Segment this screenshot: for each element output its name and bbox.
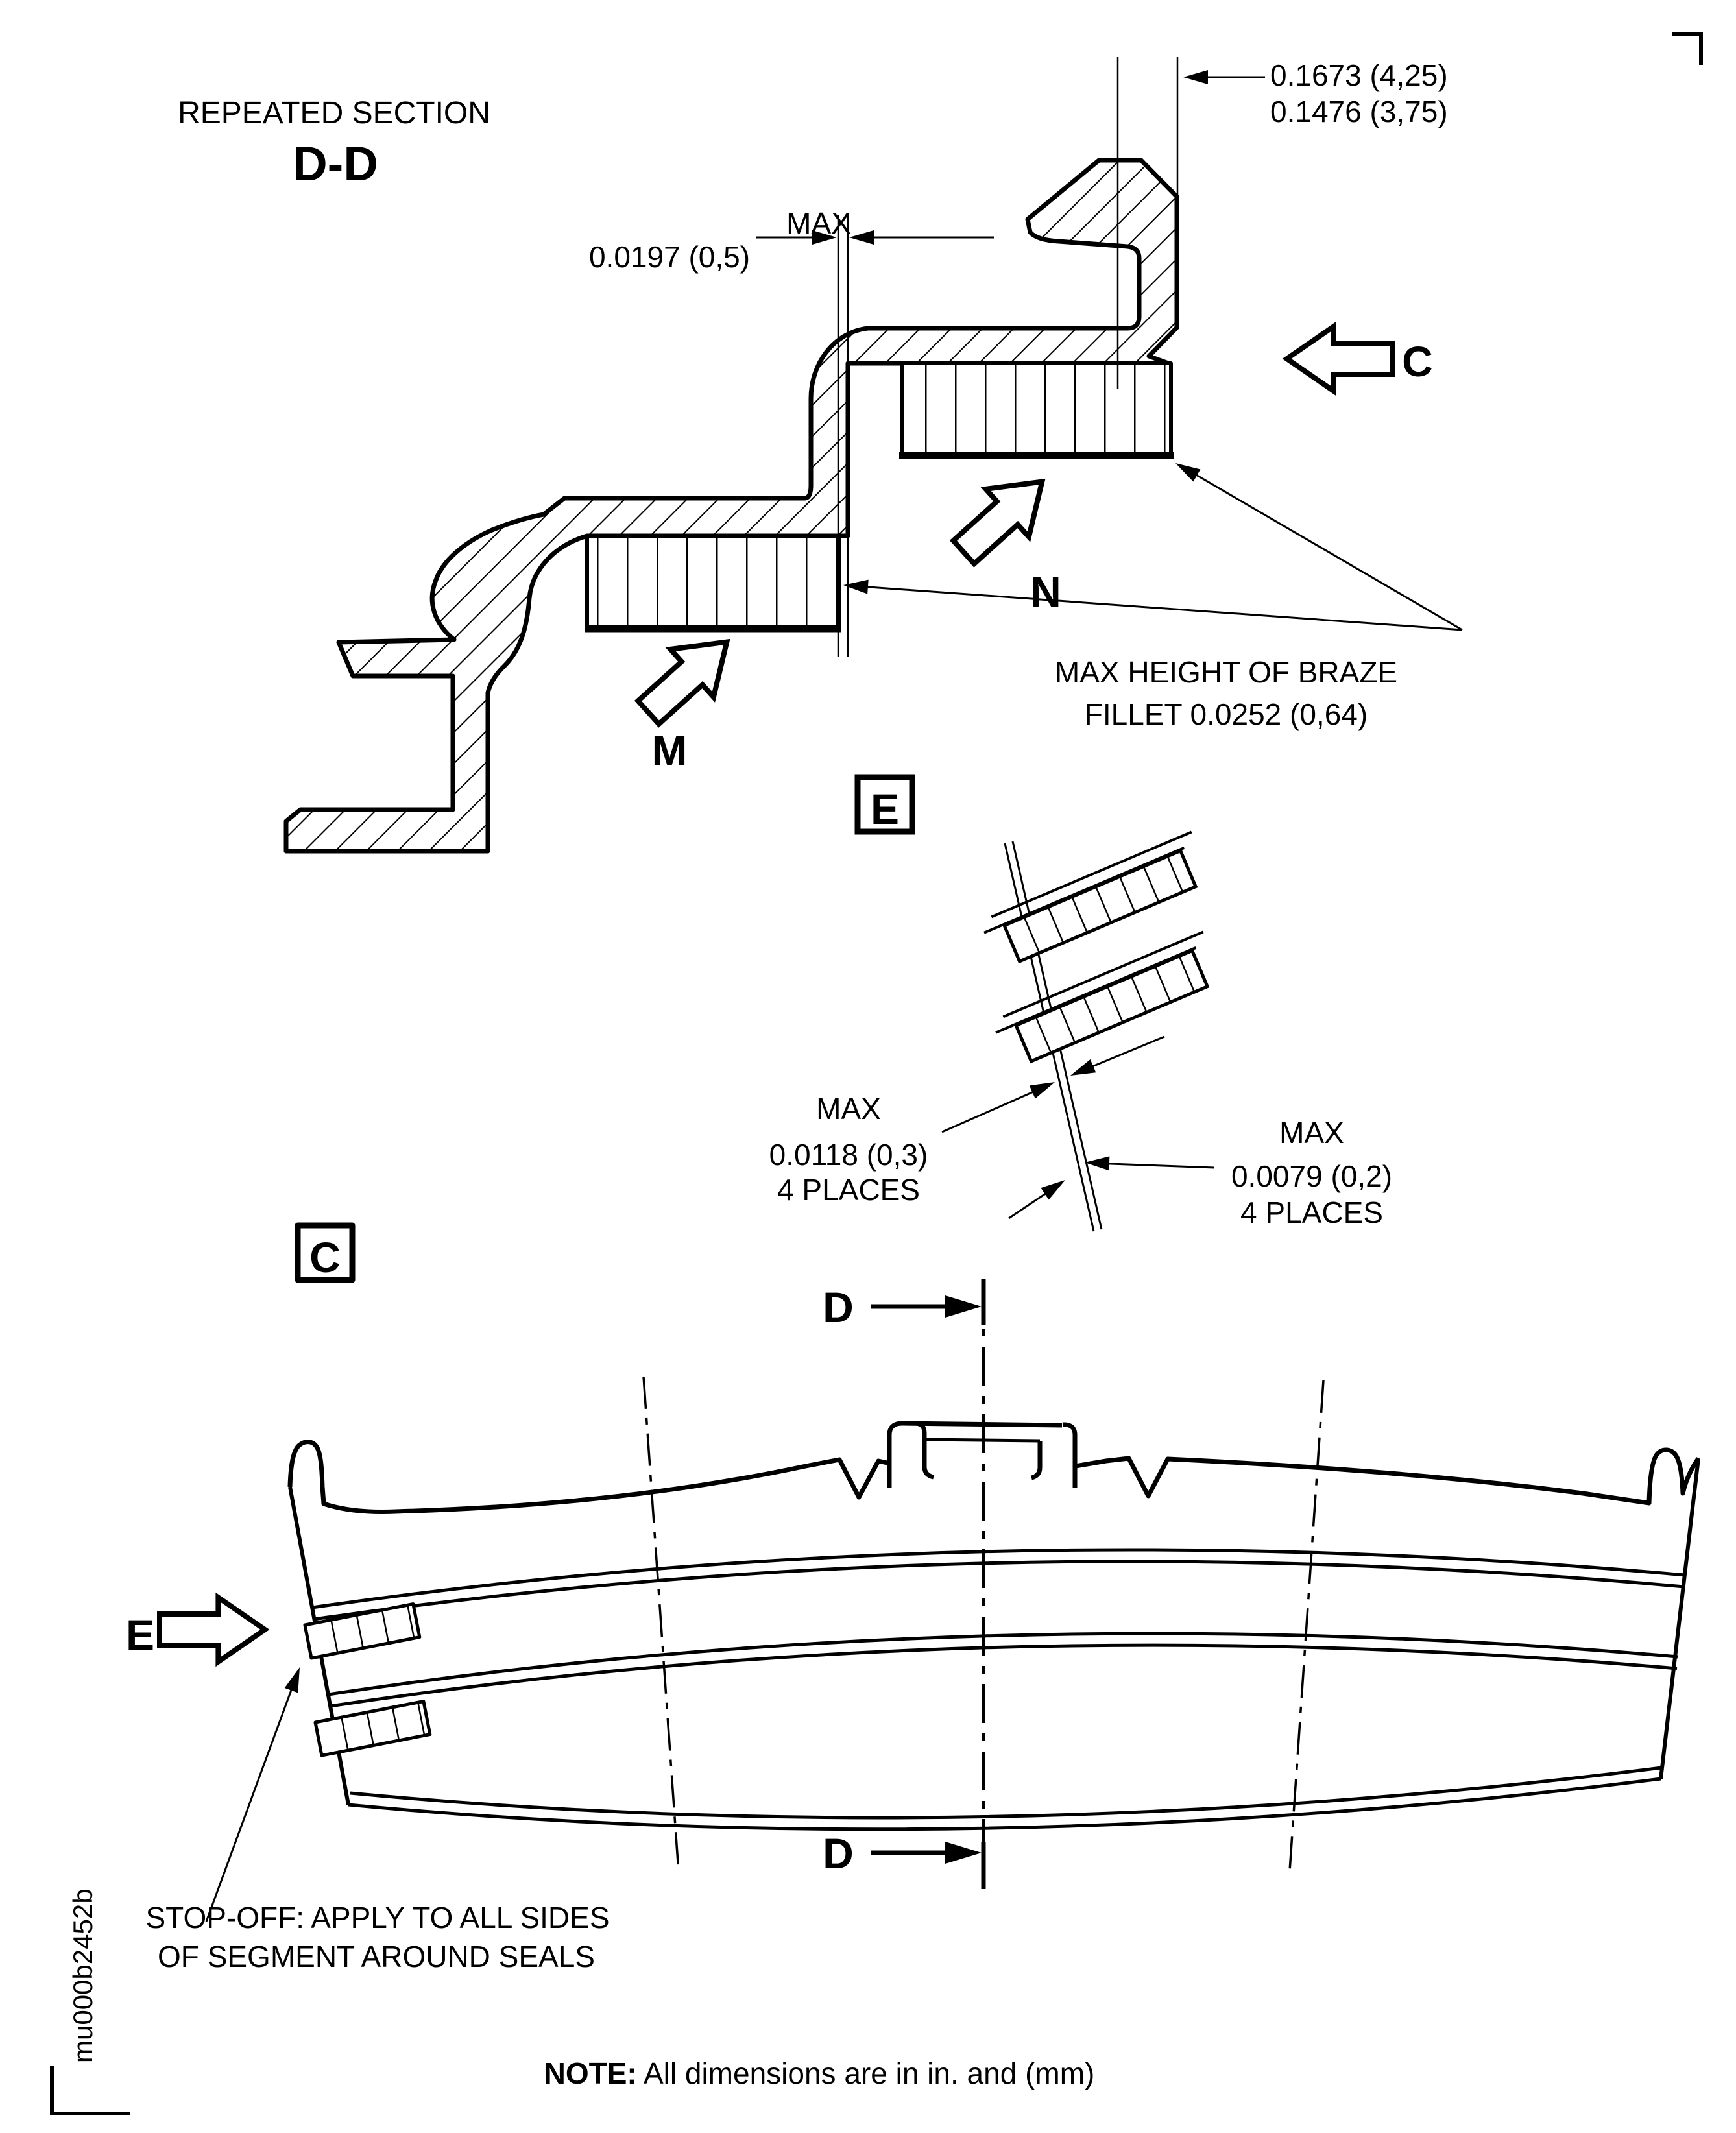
section-dd-view: MAX 0.0197 (0,5) 0.1673 (4,25) 0.1476 (3… [178,57,1463,854]
view-arrow-m-label: M [652,727,688,775]
stopoff-leader [205,1665,307,1922]
view-arrow-n-label: N [1030,568,1061,616]
stopoff-line1: STOP-OFF: APPLY TO ALL SIDES [146,1901,610,1934]
view-arrow-e-label: E [126,1611,154,1659]
hook-dim-line1: 0.1673 (4,25) [1270,58,1448,92]
segment-top-edge [287,1440,1700,1514]
view-arrow-c-label: C [1402,337,1433,385]
mid-seal-block [585,534,841,633]
d-arrow-bottom: D [823,1829,982,1877]
braze-note-line1: MAX HEIGHT OF BRAZE [1055,655,1397,689]
section-title-line2: D-D [293,137,378,191]
section-title-line1: REPEATED SECTION [178,96,490,130]
detail-dim-right-arrows [1008,1155,1215,1220]
corner-mark-bottom-left [50,2066,130,2115]
gap-dimension [756,230,994,245]
view-c-box: C [295,1222,356,1283]
gap-dim-value: 0.0197 (0,5) [589,240,750,274]
general-note: NOTE: All dimensions are in in. and (mm) [544,2056,1095,2090]
hook-dim-line2: 0.1476 (3,75) [1270,95,1448,128]
d-arrow-bottom-label: D [823,1829,854,1877]
detail-e-box-label: E [871,785,899,833]
segment-seal-strip-2 [313,1700,432,1757]
detail-dim-right-line3: 4 PLACES [1240,1196,1383,1229]
segment-end-face-right [1659,1458,1700,1779]
upper-seal-block [899,361,1174,459]
detail-e-view: E MAX 0.0118 (0,3) 4 PLACES [769,774,1392,1232]
hook-dimension-leader [1183,70,1265,84]
detail-seal-strip-1 [983,830,1198,964]
view-c: C [126,1222,1700,1973]
detail-dim-right-line2: 0.0079 (0,2) [1231,1159,1392,1193]
section-dd-profile [283,158,1179,854]
general-note-label: NOTE: [544,2056,637,2090]
segment-rail-bands [311,1548,1685,1831]
view-c-box-label: C [309,1233,341,1281]
detail-dim-left-arrows [941,1035,1165,1133]
d-arrow-top: D [823,1283,982,1331]
general-note-text: All dimensions are in in. and (mm) [637,2056,1095,2090]
stopoff-line2: OF SEGMENT AROUND SEALS [158,1940,595,1973]
detail-e-box: E [854,774,915,835]
d-arrow-top-label: D [823,1283,854,1331]
detail-dim-right-line1: MAX [1279,1116,1344,1150]
doc-number: mu000b2452b [67,1888,98,2063]
corner-mark-top-right [1672,32,1703,65]
braze-note-line2: FILLET 0.0252 (0,64) [1085,697,1368,731]
braze-fillet-leaders [843,457,1463,631]
detail-dim-left-line2: 0.0118 (0,3) [769,1138,928,1172]
detail-dim-left-line1: MAX [816,1092,881,1126]
radial-line-right [1288,1380,1325,1872]
detail-dim-left-line3: 4 PLACES [777,1173,920,1207]
gap-dim-label: MAX [786,206,851,240]
radial-line-left [642,1376,680,1873]
segment-seal-strip-1 [303,1602,422,1660]
detail-seal-strip-2 [995,930,1210,1064]
